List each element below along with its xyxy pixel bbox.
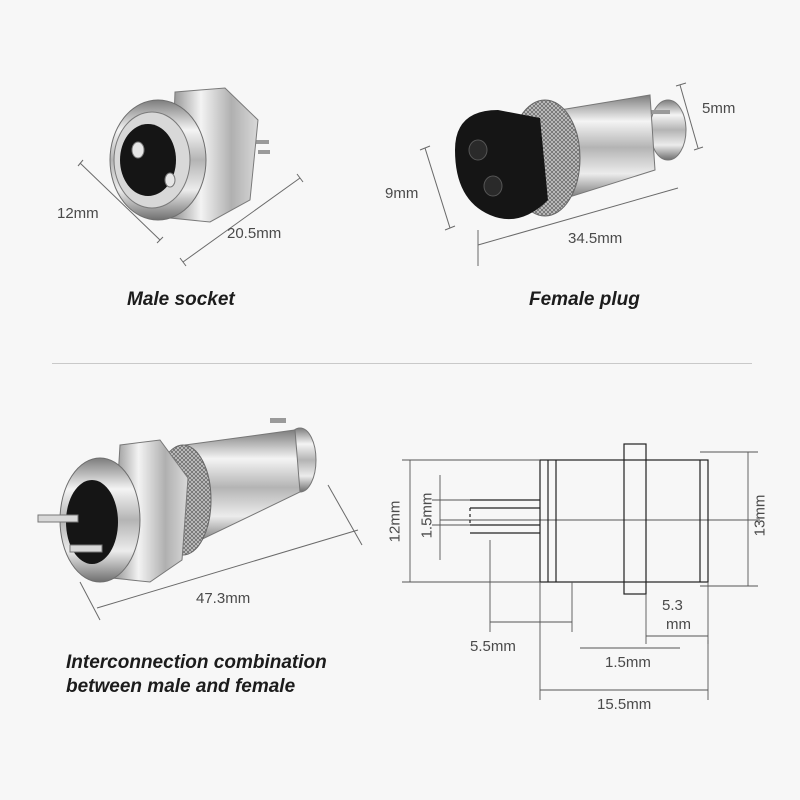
section-divider <box>52 363 752 364</box>
combination-length-label: 47.3mm <box>196 590 251 607</box>
drawing-dim-1-5-vertical-label: 1.5mm <box>418 492 436 539</box>
female-plug-caption: Female plug <box>529 289 640 310</box>
drawing-dim-13-label: 13mm <box>751 494 769 537</box>
technical-drawing <box>440 443 760 595</box>
drawing-dim-12-label: 12mm <box>386 500 404 543</box>
female-length-label: 34.5mm <box>568 230 623 247</box>
combination-dimension-line <box>79 484 363 621</box>
drawing-dimension-lines <box>402 451 758 700</box>
female-tail-label: 5mm <box>702 100 736 117</box>
female-socket-hole <box>483 175 503 197</box>
drawing-dim-1-5-horizontal-label: 1.5mm <box>605 654 651 671</box>
combination-caption-line1: Interconnection combination <box>66 652 327 673</box>
male-length-label: 20.5mm <box>227 225 282 242</box>
combination-photo <box>37 418 317 583</box>
female-socket-hole <box>468 139 488 161</box>
male-insulator <box>120 124 176 196</box>
drawing-dim-15-5-label: 15.5mm <box>597 696 652 713</box>
male-socket-caption: Male socket <box>127 289 235 310</box>
male-pin <box>164 172 176 188</box>
male-diameter-label: 12mm <box>57 205 99 222</box>
combination-pin <box>69 544 103 553</box>
combination-pin <box>37 514 79 523</box>
female-dimension-lines <box>419 82 704 266</box>
female-insulator <box>455 110 548 220</box>
male-dimension-lines <box>77 159 304 267</box>
female-height-label: 9mm <box>385 185 419 202</box>
male-pin-tail <box>255 140 269 144</box>
female-plug-photo <box>455 94 687 220</box>
drawing-flange <box>623 443 647 595</box>
male-socket-photo <box>109 87 270 223</box>
combination-caption-line2: between male and female <box>66 676 296 697</box>
drawing-dim-5-3-line1: 5.3 <box>662 597 683 614</box>
male-pin-tail <box>258 150 270 154</box>
drawing-dim-5-5-label: 5.5mm <box>470 638 516 655</box>
drawing-dim-5-3-line2: mm <box>666 616 691 633</box>
combination-insulator <box>66 480 118 564</box>
female-tail-cap <box>649 99 687 161</box>
male-pin <box>131 141 145 159</box>
